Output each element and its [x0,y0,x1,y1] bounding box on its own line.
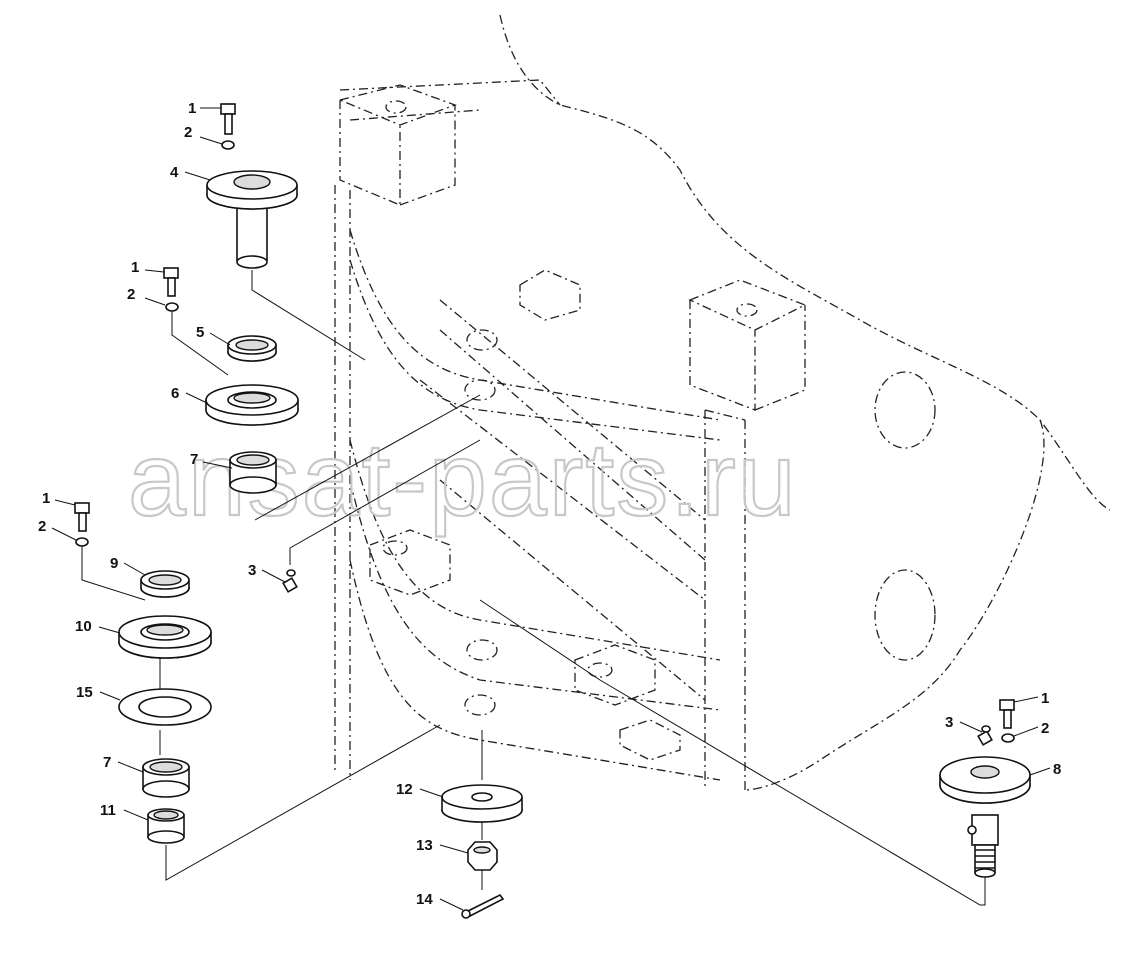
callout-label: 3 [945,714,953,731]
watermark-text: ansat-parts.ru [128,422,798,538]
callout-label: 1 [1041,690,1049,707]
main-frame-outline [334,14,1111,791]
assembly-lines [81,270,986,906]
callout-label: 2 [184,124,192,141]
washer-part-2-right [1001,733,1015,743]
cotter-pin-part-14 [461,893,505,919]
callout-label: 1 [131,259,139,276]
callout-label: 2 [127,286,135,303]
plate-part-12 [441,784,523,823]
callout-label: 15 [76,684,93,701]
callout-label: 2 [1041,720,1049,737]
bolt-part-1-top [220,103,236,135]
washer-part-2-top [221,140,235,150]
callout-labels: 1 2 4 1 2 5 6 7 1 2 9 3 10 15 7 11 12 [38,100,1061,911]
callout-label: 9 [110,555,118,572]
callout-label: 14 [416,891,433,908]
callout-label: 7 [190,451,198,468]
grease-fitting-part-3-right [977,725,993,746]
washer-part-2-second [165,302,179,312]
callout-label: 13 [416,837,433,854]
bolt-part-1-right [999,699,1015,729]
pivot-pin-part-8 [939,756,1031,878]
callout-label: 6 [171,385,179,402]
grease-fitting-part-3-left [282,569,298,593]
seal-part-9 [140,570,190,598]
callout-label: 3 [248,562,256,579]
callout-label: 12 [396,781,413,798]
callout-label: 5 [196,324,204,341]
seal-part-5 [227,335,277,362]
bolt-part-1-third [74,502,90,532]
callout-label: 2 [38,518,46,535]
flange-part-6 [205,384,299,426]
callout-label: 4 [170,164,179,181]
bearing-part-7-top [229,451,277,494]
nut-part-13 [467,841,498,871]
washer-part-2-third [75,537,89,547]
bearing-part-7-lower [142,758,190,798]
callout-label: 7 [103,754,111,771]
callout-label: 11 [100,802,116,819]
callout-label: 1 [188,100,196,117]
flange-shaft-part-4 [206,170,298,269]
callout-label: 10 [75,618,92,635]
callout-label: 1 [42,490,50,507]
gasket-part-15 [118,688,212,726]
bolt-part-1-second [163,267,179,297]
bushing-part-11 [147,808,185,844]
callout-label: 8 [1053,761,1061,778]
flange-part-10 [118,615,212,659]
